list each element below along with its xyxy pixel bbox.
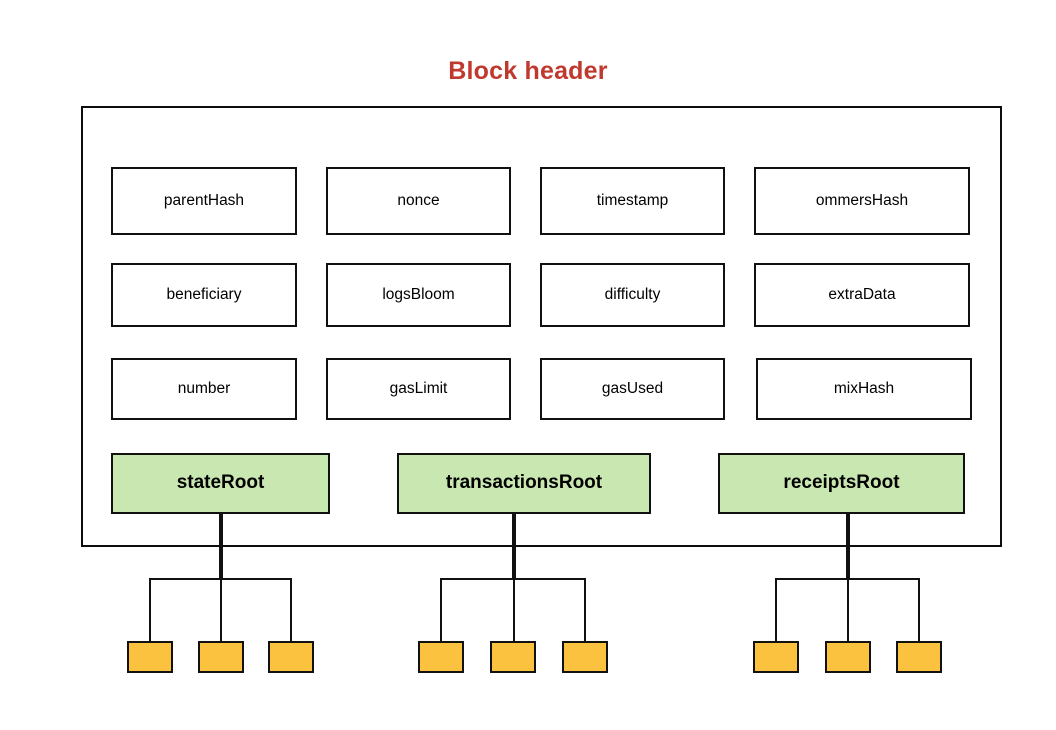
root-box-transactionsroot[interactable]: transactionsRoot (397, 453, 651, 514)
field-label: beneficiary (166, 286, 242, 304)
page-title: Block header (448, 57, 608, 85)
leaf-node-transactionsroot-2[interactable] (490, 641, 536, 673)
leaf-node-transactionsroot-1[interactable] (418, 641, 464, 673)
field-box-difficulty[interactable]: difficulty (540, 263, 725, 327)
tree-drop-transactionsroot-3 (584, 578, 586, 642)
field-box-gaslimit[interactable]: gasLimit (326, 358, 511, 420)
tree-stem-receiptsroot (846, 512, 850, 580)
root-label: stateRoot (176, 472, 265, 494)
field-box-timestamp[interactable]: timestamp (540, 167, 725, 235)
block-header-container (81, 106, 1002, 547)
tree-stem-transactionsroot (512, 512, 516, 580)
field-box-gasused[interactable]: gasUsed (540, 358, 725, 420)
field-box-number[interactable]: number (111, 358, 297, 420)
field-box-beneficiary[interactable]: beneficiary (111, 263, 297, 327)
field-box-ommershash[interactable]: ommersHash (754, 167, 970, 235)
tree-drop-stateroot-3 (290, 578, 292, 642)
field-label: nonce (397, 192, 440, 210)
field-label: difficulty (604, 286, 661, 304)
leaf-node-transactionsroot-3[interactable] (562, 641, 608, 673)
field-label: number (177, 380, 231, 398)
leaf-node-stateroot-1[interactable] (127, 641, 173, 673)
leaf-node-receiptsroot-2[interactable] (825, 641, 871, 673)
root-box-stateroot[interactable]: stateRoot (111, 453, 330, 514)
field-label: ommersHash (815, 192, 909, 210)
field-box-mixhash[interactable]: mixHash (756, 358, 972, 420)
field-label: gasUsed (601, 380, 664, 398)
leaf-node-stateroot-2[interactable] (198, 641, 244, 673)
field-label: gasLimit (389, 380, 448, 398)
tree-drop-transactionsroot-2 (513, 578, 515, 642)
leaf-node-receiptsroot-3[interactable] (896, 641, 942, 673)
field-label: logsBloom (382, 286, 455, 304)
field-box-parenthash[interactable]: parentHash (111, 167, 297, 235)
field-label: extraData (828, 286, 896, 304)
root-label: transactionsRoot (445, 472, 603, 494)
field-box-logsbloom[interactable]: logsBloom (326, 263, 511, 327)
tree-drop-receiptsroot-3 (918, 578, 920, 642)
tree-stem-stateroot (219, 512, 223, 580)
leaf-node-stateroot-3[interactable] (268, 641, 314, 673)
leaf-node-receiptsroot-1[interactable] (753, 641, 799, 673)
root-label: receiptsRoot (783, 472, 900, 494)
field-label: timestamp (596, 192, 669, 210)
field-box-extradata[interactable]: extraData (754, 263, 970, 327)
field-label: mixHash (833, 380, 895, 398)
tree-drop-receiptsroot-1 (775, 578, 777, 642)
field-box-nonce[interactable]: nonce (326, 167, 511, 235)
tree-drop-stateroot-2 (220, 578, 222, 642)
root-box-receiptsroot[interactable]: receiptsRoot (718, 453, 965, 514)
field-label: parentHash (163, 192, 245, 210)
tree-drop-stateroot-1 (149, 578, 151, 642)
tree-drop-transactionsroot-1 (440, 578, 442, 642)
tree-drop-receiptsroot-2 (847, 578, 849, 642)
